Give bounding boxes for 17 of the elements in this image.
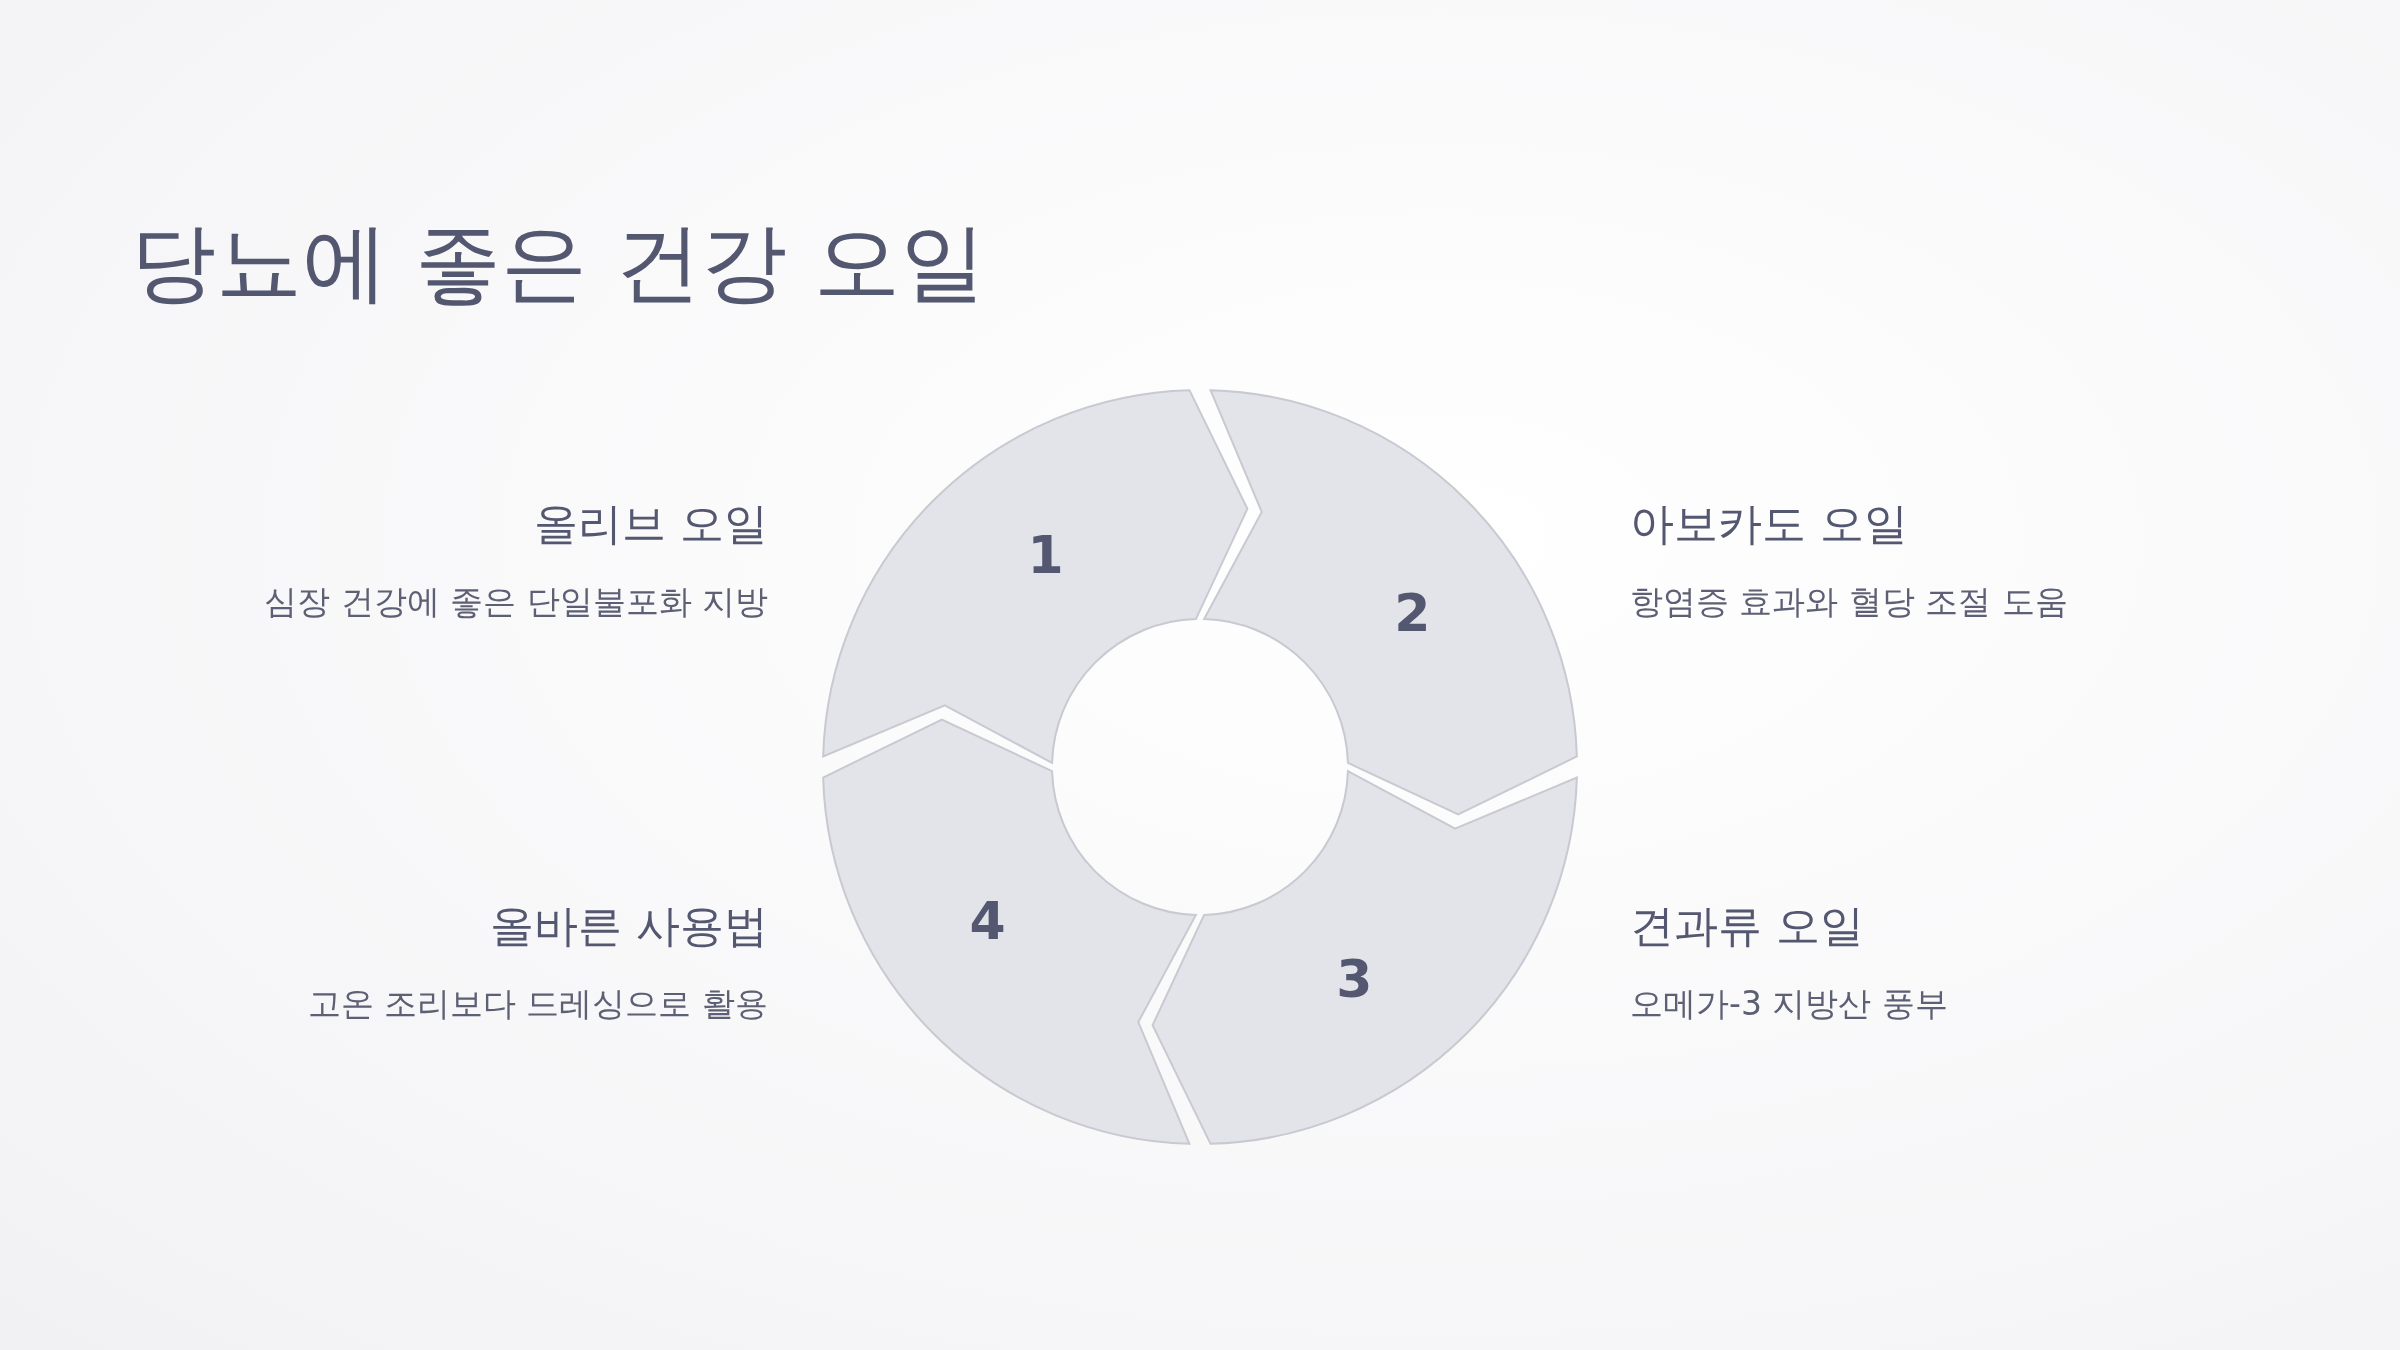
- item-heading: 올리브 오일: [534, 497, 768, 551]
- step-number: 1: [1027, 524, 1064, 585]
- arrow-segment: [821, 388, 1250, 765]
- arrow-segment: [1150, 769, 1579, 1146]
- item-description: 심장 건강에 좋은 단일불포화 지방: [264, 581, 768, 623]
- item-heading: 아보카도 오일: [1630, 497, 1908, 551]
- step-number: 2: [1394, 582, 1431, 643]
- item-heading: 올바른 사용법: [490, 899, 768, 953]
- arrow-segment: [1202, 388, 1579, 817]
- item-description: 고온 조리보다 드레싱으로 활용: [307, 983, 768, 1025]
- item-heading: 견과류 오일: [1630, 899, 1864, 953]
- item-description: 항염증 효과와 혈당 조절 도움: [1630, 581, 2068, 623]
- item-description: 오메가-3 지방산 풍부: [1630, 983, 1948, 1025]
- step-number: 3: [1336, 949, 1373, 1010]
- step-number: 4: [969, 891, 1006, 952]
- title: 당뇨에 좋은 건강 오일: [130, 211, 986, 314]
- arrow-segment: [821, 717, 1198, 1146]
